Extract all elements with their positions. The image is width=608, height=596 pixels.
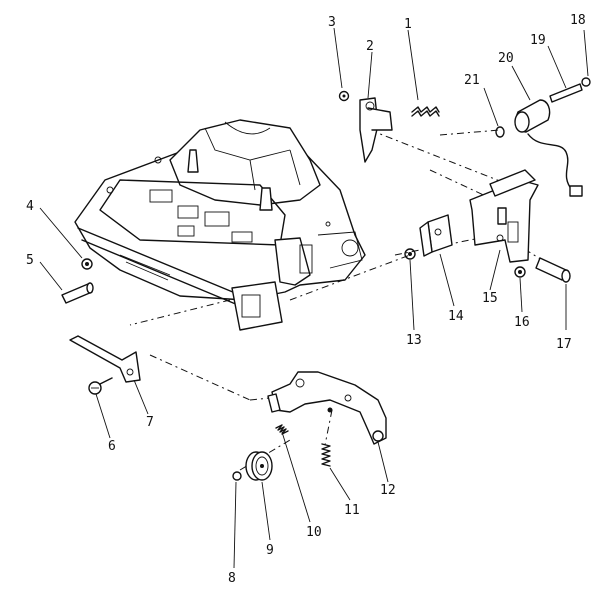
part-16-nut <box>514 266 526 278</box>
label-14: 14 <box>448 309 464 324</box>
part-15-plate <box>469 169 539 263</box>
label-18: 18 <box>570 13 586 28</box>
label-17: 17 <box>556 337 572 352</box>
label-10: 10 <box>306 525 322 540</box>
part-13-nut <box>404 248 416 260</box>
part-21-washer <box>495 126 505 138</box>
part-9-gear <box>245 451 273 481</box>
part-14-bracket <box>419 214 453 257</box>
label-16: 16 <box>514 315 530 330</box>
part-17-pin <box>535 257 571 283</box>
part-3-ring <box>338 90 350 102</box>
part-7-arm <box>69 335 141 383</box>
chassis-assembly <box>74 119 366 331</box>
part-19-shaft <box>549 83 583 103</box>
label-13: 13 <box>406 333 422 348</box>
label-3: 3 <box>328 15 336 30</box>
label-4: 4 <box>26 199 34 214</box>
label-2: 2 <box>366 39 374 54</box>
part-1-spring <box>411 106 440 117</box>
part-8-ring <box>232 471 242 481</box>
label-19: 19 <box>530 33 546 48</box>
label-20: 20 <box>498 51 514 66</box>
label-8: 8 <box>228 571 236 586</box>
label-12: 12 <box>380 483 396 498</box>
part-12-lever <box>267 371 387 445</box>
label-group: 1 2 3 4 5 6 7 8 9 10 11 12 13 14 15 16 1 <box>26 13 589 586</box>
part-6-screw <box>88 377 113 395</box>
label-21: 21 <box>464 73 480 88</box>
label-15: 15 <box>482 291 498 306</box>
label-9: 9 <box>266 543 274 558</box>
label-1: 1 <box>404 17 412 32</box>
label-6: 6 <box>108 439 116 454</box>
part-4-nut <box>81 258 93 270</box>
part-11-spring <box>321 443 331 467</box>
part-5-pin <box>61 282 94 304</box>
label-7: 7 <box>146 415 154 430</box>
label-11: 11 <box>344 503 360 518</box>
part-20-solenoid <box>514 99 583 197</box>
label-5: 5 <box>26 253 34 268</box>
part-2-lever <box>359 97 393 163</box>
part-18-clip <box>581 77 591 87</box>
